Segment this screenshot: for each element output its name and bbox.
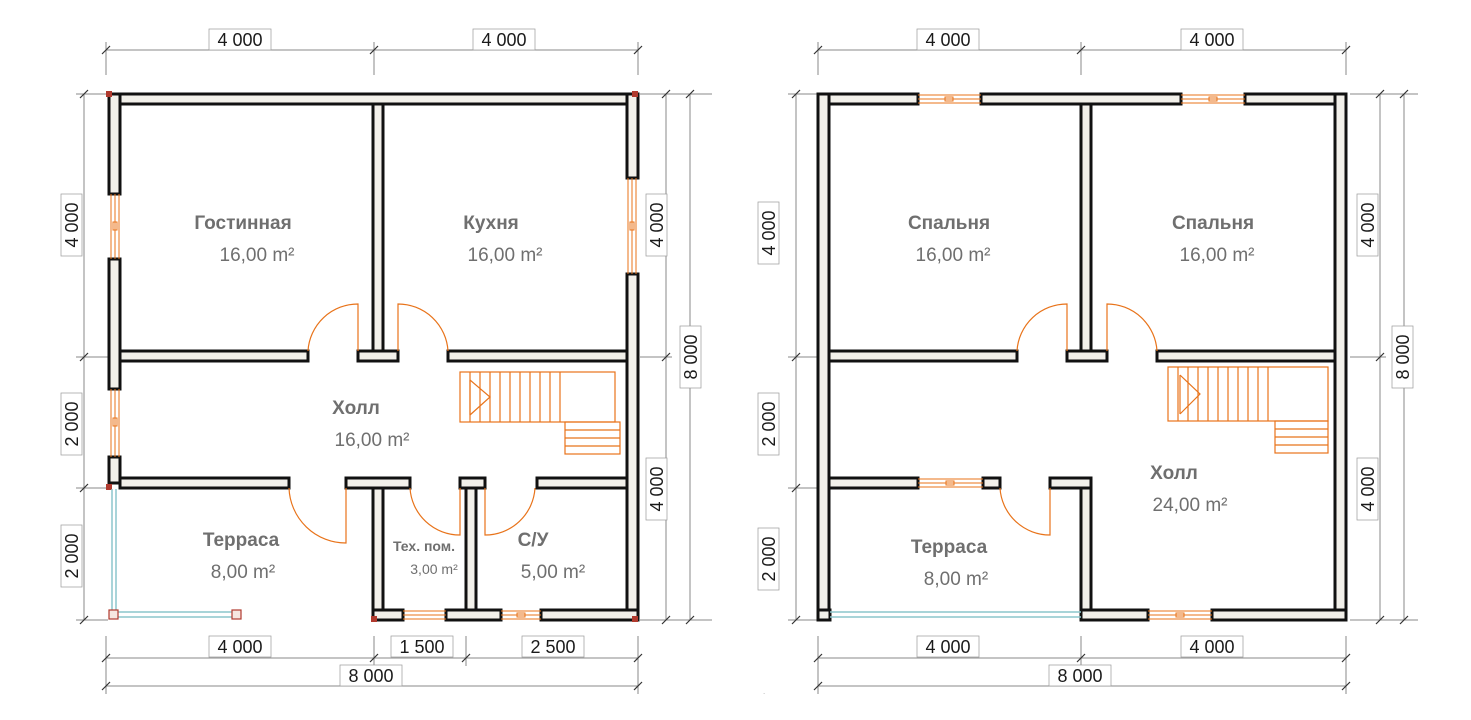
- window-icon: [1148, 610, 1212, 620]
- dim-label: 8 000: [681, 334, 701, 379]
- room-area-bathroom: 5,00 m²: [521, 562, 585, 583]
- dim-label: 8 000: [1393, 334, 1413, 379]
- dim-label: 4 000: [1189, 637, 1234, 657]
- door-swing-icon: [999, 487, 1051, 536]
- dim-label: 4 000: [217, 637, 262, 657]
- room-area-bedroom-right: 16,00 m²: [1180, 245, 1255, 266]
- door-swing-icon: [288, 487, 347, 544]
- floor-2-dimension-labels: 4 000 4 000 4 000 2 000 2 000 4 000 4 00…: [757, 28, 1414, 687]
- floor-1-walls: [107, 92, 640, 622]
- room-area-utility: 3,00 m²: [410, 561, 458, 577]
- dim-label: 2 000: [62, 533, 82, 578]
- window-icon: [110, 194, 120, 259]
- small-dot: .: [763, 687, 765, 696]
- dim-label: 4 000: [647, 466, 667, 511]
- window-icon: [403, 610, 446, 620]
- floor-1-doors: [288, 303, 536, 544]
- room-name-living-room: Гостинная: [194, 213, 291, 234]
- floor-1-dimension-ticks: [79, 45, 695, 691]
- dim-label: 2 000: [759, 401, 779, 446]
- window-icon: [1181, 94, 1245, 104]
- dim-label: 8 000: [348, 666, 393, 686]
- room-name-kitchen: Кухня: [463, 213, 519, 234]
- room-name-terrace: Терраса: [203, 530, 280, 551]
- dim-label: 4 000: [217, 30, 262, 50]
- floor-1-plan: 4 000 4 000 4 000 2 000 2 000 4 000 4 00…: [60, 28, 712, 694]
- room-name-bedroom-left: Спальня: [908, 213, 990, 234]
- floor-2-walls: [816, 92, 1348, 622]
- door-swing-icon: [409, 487, 461, 536]
- window-icon: [918, 94, 981, 104]
- dim-label: 2 000: [759, 536, 779, 581]
- floor-2-room-labels: Спальня 16,00 m² Спальня 16,00 m² Холл 2…: [908, 213, 1255, 590]
- dim-label: 8 000: [1057, 666, 1102, 686]
- dim-label: 4 000: [925, 30, 970, 50]
- floor-2-windows: [918, 94, 1245, 620]
- dim-label: 2 500: [530, 637, 575, 657]
- floor-1-dimension-lines: [76, 42, 712, 694]
- room-area-hall: 16,00 m²: [335, 430, 410, 451]
- door-swing-icon: [1016, 303, 1068, 352]
- dim-label: 4 000: [1358, 202, 1378, 247]
- dim-label: 4 000: [62, 202, 82, 247]
- floor-1-room-labels: Гостинная 16,00 m² Кухня 16,00 m² Холл 1…: [194, 213, 585, 583]
- window-icon: [918, 478, 983, 488]
- room-name-bathroom: С/У: [518, 530, 549, 551]
- floor-2-terrace-railing: [830, 611, 1081, 618]
- floor-2-doors: [999, 303, 1158, 536]
- floor-1-corner-markers: [106, 91, 638, 622]
- room-area-living-room: 16,00 m²: [220, 245, 295, 266]
- room-area-kitchen: 16,00 m²: [468, 245, 543, 266]
- dim-label: 4 000: [925, 637, 970, 657]
- room-area-terrace: 8,00 m²: [211, 562, 275, 583]
- room-area-hall: 24,00 m²: [1153, 495, 1228, 516]
- door-swing-icon: [1106, 303, 1158, 352]
- dim-label: 4 000: [759, 210, 779, 255]
- door-swing-icon: [484, 487, 536, 536]
- room-name-hall: Холл: [1150, 463, 1198, 484]
- floor-1-windows: [110, 178, 637, 620]
- window-icon: [627, 178, 637, 274]
- stairs-icon: [459, 371, 621, 455]
- room-area-terrace: 8,00 m²: [924, 569, 988, 590]
- room-name-bedroom-right: Спальня: [1172, 213, 1254, 234]
- dim-label: 2 000: [62, 401, 82, 446]
- stairs-icon: [1167, 366, 1329, 454]
- floor-2-plan: 4 000 4 000 4 000 2 000 2 000 4 000 4 00…: [757, 28, 1418, 696]
- dim-label: 4 000: [481, 30, 526, 50]
- dim-label: 4 000: [1358, 466, 1378, 511]
- room-name-hall: Холл: [332, 398, 380, 419]
- floor-2-dimension-ticks: [791, 45, 1409, 691]
- window-icon: [501, 610, 541, 620]
- room-name-terrace: Терраса: [911, 537, 988, 558]
- dim-label: 1 500: [399, 637, 444, 657]
- door-swing-icon: [397, 303, 449, 352]
- room-name-utility: Тех. пом.: [393, 538, 455, 554]
- floor-2-dimension-lines: [788, 42, 1418, 694]
- door-swing-icon: [307, 303, 359, 352]
- room-area-bedroom-left: 16,00 m²: [916, 245, 991, 266]
- window-icon: [110, 389, 120, 457]
- floor-1-dimension-labels: 4 000 4 000 4 000 2 000 2 000 4 000 4 00…: [60, 28, 702, 687]
- floor-1-terrace-railing: [108, 489, 242, 620]
- dim-label: 4 000: [1189, 30, 1234, 50]
- dim-label: 4 000: [647, 202, 667, 247]
